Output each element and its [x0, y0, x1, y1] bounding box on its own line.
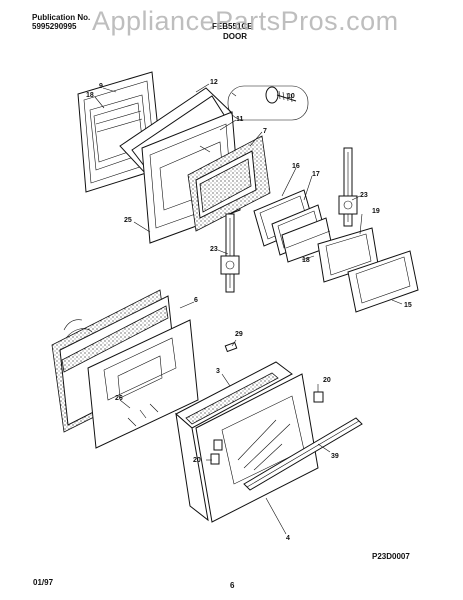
- door-screw: [227, 85, 309, 121]
- callout-label: 10: [287, 93, 295, 100]
- door-hinge-right: [338, 147, 358, 227]
- callout-label: 16: [292, 163, 300, 170]
- callout-label: 39: [331, 453, 339, 460]
- door-hinge-left: [220, 213, 240, 293]
- publication-label: Publication No.: [32, 13, 91, 22]
- callout-label: 19: [372, 208, 380, 215]
- callout-label: 7: [263, 128, 267, 135]
- outer-door-frame: [175, 361, 293, 522]
- callout-label: 9: [99, 83, 103, 90]
- callout-label: 6: [194, 297, 198, 304]
- door-insulation: [187, 135, 271, 232]
- callout-label: 20: [193, 457, 201, 464]
- diagram-code: P23D0007: [372, 552, 410, 561]
- handle-clip-right: [313, 391, 324, 403]
- handle-clip-left: [210, 453, 220, 465]
- footer-date: 01/97: [33, 578, 54, 587]
- door-window-glass: [253, 189, 333, 263]
- callout-label: 20: [323, 377, 331, 384]
- door-glass-frame: [317, 227, 419, 313]
- leader-lines: [94, 83, 403, 535]
- callout-label: 3: [216, 368, 220, 375]
- section-title: DOOR: [223, 32, 247, 41]
- callout-label: 12: [210, 79, 218, 86]
- callout-label: 15: [404, 302, 412, 309]
- watermark: AppliancePartsPros.com: [92, 6, 399, 36]
- model-number: FEB551CE: [212, 22, 253, 31]
- callout-label: 23: [360, 192, 368, 199]
- callout-label: 17: [312, 171, 320, 178]
- publication-number: 5995290995: [32, 22, 77, 31]
- callout-label: 23: [210, 246, 218, 253]
- callout-labels: 9 18 12 10 11 7 25 16 17 23 19 23 18 15 …: [86, 79, 412, 542]
- callout-label: 4: [286, 535, 290, 542]
- door-pin: [224, 341, 238, 353]
- callout-label: 11: [236, 116, 244, 123]
- page-number: 6: [230, 581, 235, 590]
- inner-door-panel: [51, 289, 199, 449]
- callout-label: 29: [235, 331, 243, 338]
- outer-door-glass: [195, 373, 319, 523]
- callout-label: 25: [124, 217, 132, 224]
- callout-label: 18: [86, 92, 94, 99]
- callout-label: 18: [302, 257, 310, 264]
- callout-label: 26: [115, 395, 123, 402]
- door-handle: [243, 417, 363, 491]
